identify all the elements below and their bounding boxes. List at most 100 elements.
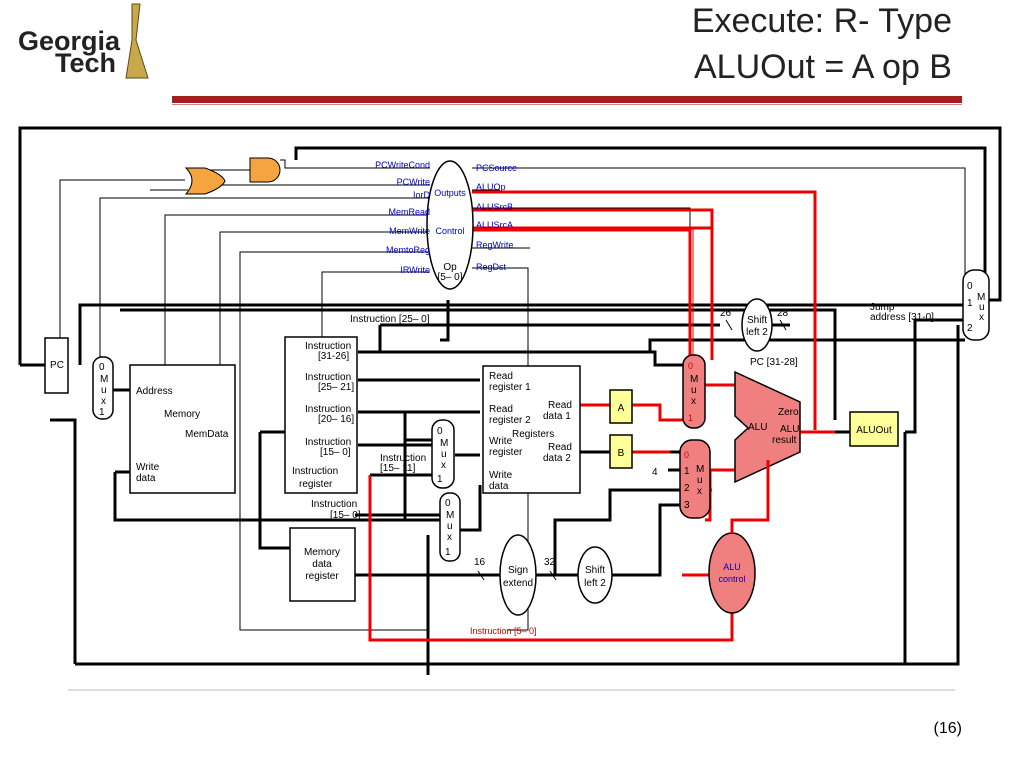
- alu: [734, 370, 801, 484]
- title-underline: [172, 96, 962, 103]
- mux-alusrcb-2: 2: [684, 483, 690, 494]
- ir-150b-bits: [15– 0]: [330, 510, 361, 521]
- mux-pcsource-u: u: [979, 302, 985, 313]
- shift-jump-line1: Shift: [747, 315, 767, 326]
- register-b-label: B: [618, 448, 625, 459]
- ir-name-line1: Instruction: [292, 466, 338, 477]
- mux-pcsource-1: 1: [967, 298, 973, 309]
- constant-four: 4: [652, 467, 658, 478]
- memdata-label: MemData: [185, 429, 229, 440]
- bus-slash-28: [779, 319, 787, 331]
- shift-left-2-jump: [741, 298, 773, 352]
- rf-registers-label: Registers: [512, 429, 554, 440]
- ir-1511-bits: [15– 11]: [380, 463, 416, 474]
- mux-iord-x: x: [101, 396, 106, 407]
- bus-slash-32: [549, 570, 557, 581]
- rf-wr-line2: register: [489, 447, 523, 458]
- ir-2521-label: Instruction: [305, 372, 351, 383]
- ir-name-line2: register: [299, 479, 333, 490]
- mux-alusrca-0: 0: [688, 361, 693, 371]
- bus-slash-26: [725, 319, 733, 331]
- pc-label: PC: [50, 360, 64, 371]
- rf-wd-line1: Write: [489, 470, 513, 481]
- mux-memtoreg-M: M: [446, 510, 454, 521]
- slide-title-line1: Execute: R- Type: [692, 2, 952, 40]
- mux-pcsource-M: M: [977, 292, 985, 303]
- and-gate: [249, 157, 281, 183]
- sign-extend-line2: extend: [503, 578, 533, 589]
- mux-alusrcb: 0 1 2 3 M u x: [679, 439, 711, 519]
- mux-alusrcb-u: u: [697, 475, 703, 486]
- control-outputs-label: Outputs: [434, 188, 466, 198]
- register-b: [609, 434, 633, 469]
- ir-150-label: Instruction: [305, 437, 351, 448]
- control-signal-aluop: ALUOp: [476, 182, 506, 192]
- rf-wr-line1: Write: [489, 436, 513, 447]
- mux-iord-0: 0: [99, 362, 105, 373]
- mux-regdst-1: 1: [437, 474, 443, 485]
- width-32-label: 32: [544, 557, 556, 568]
- jump-address-line1: Jump: [870, 302, 895, 313]
- mux-memtoreg: 0 M u x 1: [439, 492, 461, 562]
- rf-rd2-line1: Read: [548, 442, 572, 453]
- control-signal-alusrca: ALUSrcA: [476, 220, 513, 230]
- mux-alusrca: 0 M u x 1: [682, 354, 706, 429]
- ir-2016-bits: [20– 16]: [318, 414, 354, 425]
- control-signal-memwrite: MemWrite: [389, 226, 430, 236]
- control-signal-pcwrite: PCWrite: [397, 177, 430, 187]
- alu-result-line2: result: [772, 435, 797, 446]
- ir-3126-bits: [31-26]: [318, 351, 349, 362]
- mux-regdst: 0 M u x 1: [431, 419, 455, 489]
- aluout-label: ALUOut: [856, 425, 892, 436]
- control-op-bits: [5– 0]: [437, 272, 462, 283]
- mux-memtoreg-0: 0: [445, 498, 451, 509]
- alu-label: ALU: [748, 422, 767, 433]
- tech-tower-icon: [125, 3, 149, 79]
- mux-memtoreg-1: 1: [445, 547, 451, 558]
- mdr-line1: Memory: [304, 547, 340, 558]
- control-ellipse: [426, 160, 474, 290]
- memory-data-label: data: [136, 473, 156, 484]
- ir-150-bits: [15– 0]: [320, 447, 351, 458]
- alu-zero-label: Zero: [778, 407, 799, 418]
- control-signal-regdst: RegDst: [476, 262, 507, 272]
- rf-rd1-line1: Read: [548, 400, 572, 411]
- width-16-label: 16: [474, 557, 486, 568]
- alu-control-line2: control: [718, 574, 745, 584]
- right-control-signals: PCSourceALUOpALUSrcBALUSrcARegWriteRegDs…: [476, 163, 517, 272]
- width-26-label: 26: [720, 308, 732, 319]
- control-signal-alusrcb: ALUSrcB: [476, 202, 513, 212]
- mux-regdst-M: M: [440, 438, 448, 449]
- shift-imm-line2: left 2: [584, 578, 606, 589]
- logo-text-georgia: Georgia: [18, 26, 121, 56]
- control-unit: Outputs Control Op [5– 0]: [426, 160, 474, 290]
- mux-regdst-u: u: [441, 449, 447, 460]
- control-signal-irwrite: IRWrite: [400, 265, 430, 275]
- sign-extend: [499, 534, 537, 616]
- register-a-label: A: [618, 403, 625, 414]
- mdr-line3: register: [305, 571, 339, 582]
- alu-control-to-alu-wire: [730, 460, 770, 533]
- ir-2500-label: Instruction [25– 0]: [350, 314, 430, 325]
- mux-alusrcb-x: x: [697, 486, 702, 497]
- mux-iord: 0 M u x 1: [92, 356, 114, 420]
- page-number: (16): [934, 720, 962, 737]
- pc-register: [44, 337, 69, 394]
- mux-pcsource: 0 1 2 M u x: [962, 269, 990, 341]
- control-signal-pcwritecond: PCWriteCond: [375, 160, 430, 170]
- ir-2521-bits: [25– 21]: [318, 382, 354, 393]
- active-path-thin: [472, 227, 694, 355]
- mux-alusrcb-0: 0: [684, 450, 689, 460]
- control-label: Control: [435, 226, 464, 236]
- alu-result-line1: ALU: [780, 424, 799, 435]
- shift-jump-line2: left 2: [746, 327, 768, 338]
- or-gate: [184, 167, 226, 195]
- title-underline-thin: [172, 104, 962, 105]
- mux-memtoreg-x: x: [447, 532, 452, 543]
- sign-extend-line1: Sign: [508, 565, 528, 576]
- thick-wires: [18, 126, 1002, 675]
- mux-alusrca-x: x: [691, 396, 696, 407]
- bus-slash-16: [477, 570, 485, 581]
